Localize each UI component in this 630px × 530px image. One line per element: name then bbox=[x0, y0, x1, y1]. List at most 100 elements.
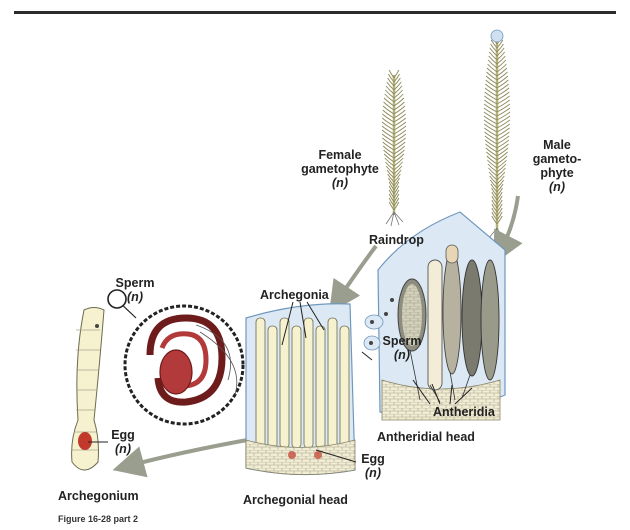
leaf bbox=[381, 133, 395, 143]
leaf bbox=[381, 129, 395, 139]
archegonium-neck bbox=[255, 317, 266, 449]
leaf bbox=[491, 191, 498, 201]
leaf bbox=[393, 69, 400, 79]
leaf bbox=[384, 93, 395, 103]
leaf bbox=[393, 89, 403, 99]
leaf bbox=[496, 151, 508, 161]
leaf bbox=[393, 129, 407, 139]
leaf bbox=[496, 155, 508, 165]
leaf bbox=[496, 199, 503, 209]
leaf bbox=[484, 131, 498, 141]
leaf bbox=[488, 55, 498, 65]
female-line2: gametophyte bbox=[301, 162, 379, 176]
leaf bbox=[393, 113, 406, 123]
leaf bbox=[488, 171, 498, 181]
leaf bbox=[484, 95, 498, 105]
leaf bbox=[393, 181, 400, 191]
leaf bbox=[496, 191, 503, 201]
label-female-gametophyte: Female gametophyte (n) bbox=[300, 148, 380, 190]
leaf bbox=[487, 59, 498, 69]
leaf bbox=[489, 179, 498, 189]
leaf bbox=[388, 177, 395, 187]
sperm-right-text: Sperm bbox=[382, 334, 422, 348]
archegonium bbox=[71, 307, 105, 471]
leaf bbox=[496, 171, 506, 181]
leaf bbox=[382, 113, 395, 123]
leaf bbox=[496, 183, 504, 193]
leaf bbox=[393, 105, 406, 115]
leaf bbox=[496, 87, 510, 97]
male-gametophyte-plant bbox=[483, 29, 511, 241]
leaf bbox=[486, 67, 498, 77]
leaf bbox=[491, 199, 498, 209]
leaf bbox=[496, 207, 503, 217]
archegonium-neck bbox=[291, 325, 302, 449]
leaf bbox=[386, 169, 395, 179]
leaf bbox=[383, 97, 395, 107]
leaf bbox=[393, 145, 406, 155]
leaf bbox=[393, 197, 400, 207]
leaf bbox=[387, 173, 395, 183]
leaf bbox=[496, 43, 504, 53]
egg-cell-left bbox=[78, 432, 92, 450]
leaf bbox=[393, 165, 403, 175]
leaf bbox=[393, 85, 403, 95]
leaf bbox=[496, 215, 503, 225]
leaf bbox=[387, 77, 395, 87]
raindrop-arrow bbox=[329, 244, 378, 314]
leaf bbox=[486, 155, 498, 165]
leaf bbox=[393, 177, 400, 187]
leaf bbox=[383, 101, 395, 111]
leaf bbox=[496, 175, 505, 185]
leaf bbox=[485, 75, 498, 85]
leaf bbox=[490, 39, 498, 49]
antheridial-head bbox=[377, 211, 506, 421]
leaf bbox=[381, 121, 395, 131]
leaf bbox=[496, 123, 511, 133]
leaf bbox=[487, 63, 498, 73]
label-raindrop: Raindrop bbox=[369, 233, 424, 247]
leaf bbox=[491, 187, 498, 197]
leaf bbox=[484, 127, 498, 137]
label-antheridia: Antheridia bbox=[433, 405, 495, 419]
sperm-drops bbox=[363, 298, 394, 351]
leaf bbox=[490, 183, 498, 193]
leaf bbox=[489, 47, 498, 57]
leaf bbox=[388, 181, 395, 191]
leaf bbox=[491, 195, 498, 205]
male-line2: gameto- bbox=[532, 152, 582, 166]
leaf bbox=[486, 151, 498, 161]
leaf bbox=[496, 159, 507, 169]
leaf bbox=[496, 211, 503, 221]
sperm-left-text: Sperm bbox=[115, 276, 155, 290]
label-egg-right: Egg (n) bbox=[358, 452, 388, 480]
top-rule bbox=[14, 11, 616, 14]
egg-right-text: Egg bbox=[361, 452, 385, 466]
leaf bbox=[381, 117, 395, 127]
leaf bbox=[385, 85, 395, 95]
leaf bbox=[487, 163, 498, 173]
male-line1: Male bbox=[543, 138, 571, 152]
leaf bbox=[483, 115, 498, 125]
egg-right-n: (n) bbox=[365, 466, 381, 480]
leaf bbox=[393, 109, 406, 119]
leaf bbox=[496, 83, 509, 93]
figure-caption: Figure 16-28 part 2 bbox=[58, 514, 139, 524]
archegonial-head bbox=[245, 303, 356, 476]
sperm-left-n: (n) bbox=[127, 290, 143, 304]
leaf bbox=[383, 149, 395, 159]
male-to-antheridia-arrow bbox=[493, 195, 523, 265]
leaf bbox=[491, 203, 498, 213]
leaf bbox=[496, 91, 510, 101]
sperm-right-n: (n) bbox=[394, 348, 410, 362]
leaf bbox=[393, 77, 401, 87]
female-line1: Female bbox=[318, 148, 362, 162]
leaf bbox=[496, 203, 503, 213]
leaf bbox=[496, 67, 508, 77]
label-archegonia: Archegonia bbox=[260, 288, 329, 302]
leaf bbox=[393, 189, 400, 199]
leaf bbox=[496, 143, 509, 153]
leaf bbox=[496, 63, 507, 73]
male-n: (n) bbox=[549, 180, 565, 194]
leaf bbox=[484, 91, 498, 101]
